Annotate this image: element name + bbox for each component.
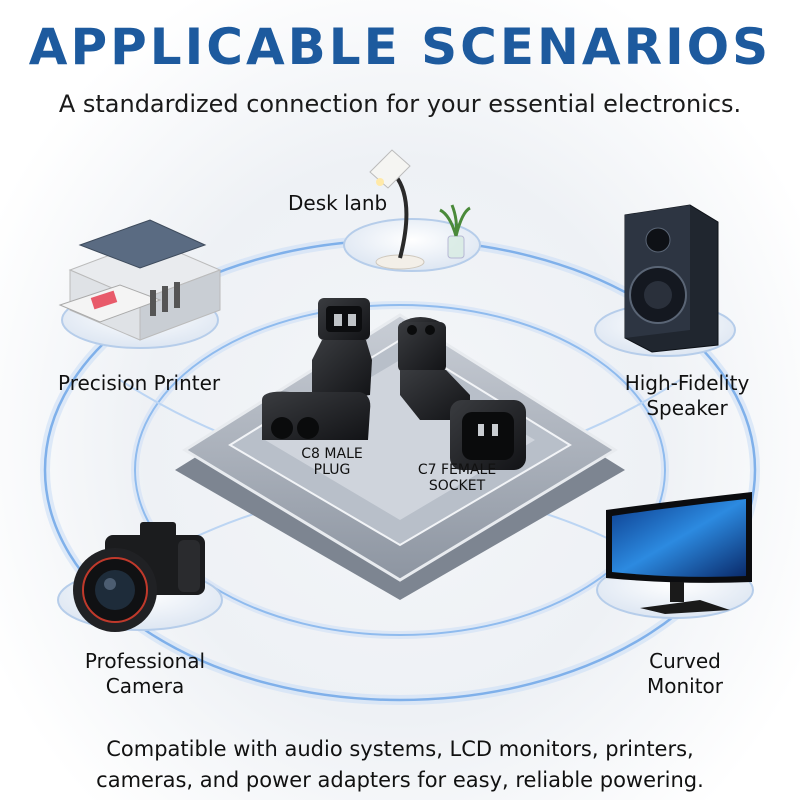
speaker-label-line-2: Speaker — [646, 396, 728, 420]
compatibility-note: Compatible with audio systems, LCD monit… — [0, 734, 800, 796]
monitor-image — [606, 492, 752, 614]
c8-connector-label: C8 MALE PLUG — [287, 446, 377, 478]
compatibility-note-line-2: cameras, and power adapters for easy, re… — [96, 768, 704, 792]
printer-image — [58, 219, 222, 341]
speaker-label: High-Fidelity Speaker — [612, 371, 762, 421]
printer-label: Precision Printer — [58, 371, 221, 395]
page-title: APPLICABLE SCENARIOS — [28, 18, 772, 76]
c7-label-line-1: C7 FEMALE — [417, 462, 497, 478]
monitor-label: Curved Monitor — [620, 649, 750, 699]
speaker-label-line-1: High-Fidelity — [624, 371, 750, 395]
desk-lamp-image — [369, 149, 471, 270]
c7-label-line-2: SOCKET — [428, 478, 486, 494]
c8-label-line-1: C8 MALE — [301, 446, 363, 462]
c7-connector-label: C7 FEMALE SOCKET — [402, 462, 512, 494]
compatibility-note-line-1: Compatible with audio systems, LCD monit… — [106, 737, 694, 761]
page-subtitle: A standardized connection for your essen… — [58, 90, 742, 118]
c7-female-socket-image — [398, 317, 526, 470]
c8-label-line-2: PLUG — [313, 462, 351, 478]
desk-lamp-label: Desk lanb — [288, 191, 388, 215]
camera-label-line-2: Camera — [105, 674, 185, 698]
c8-male-plug-image — [262, 298, 372, 440]
camera-image — [73, 522, 205, 632]
monitor-label-line-2: Monitor — [646, 674, 724, 698]
speaker-image — [624, 204, 719, 353]
central-platform — [175, 313, 625, 600]
monitor-label-line-1: Curved — [649, 649, 721, 673]
camera-label: Professional Camera — [70, 649, 220, 699]
camera-label-line-1: Professional — [84, 649, 206, 673]
